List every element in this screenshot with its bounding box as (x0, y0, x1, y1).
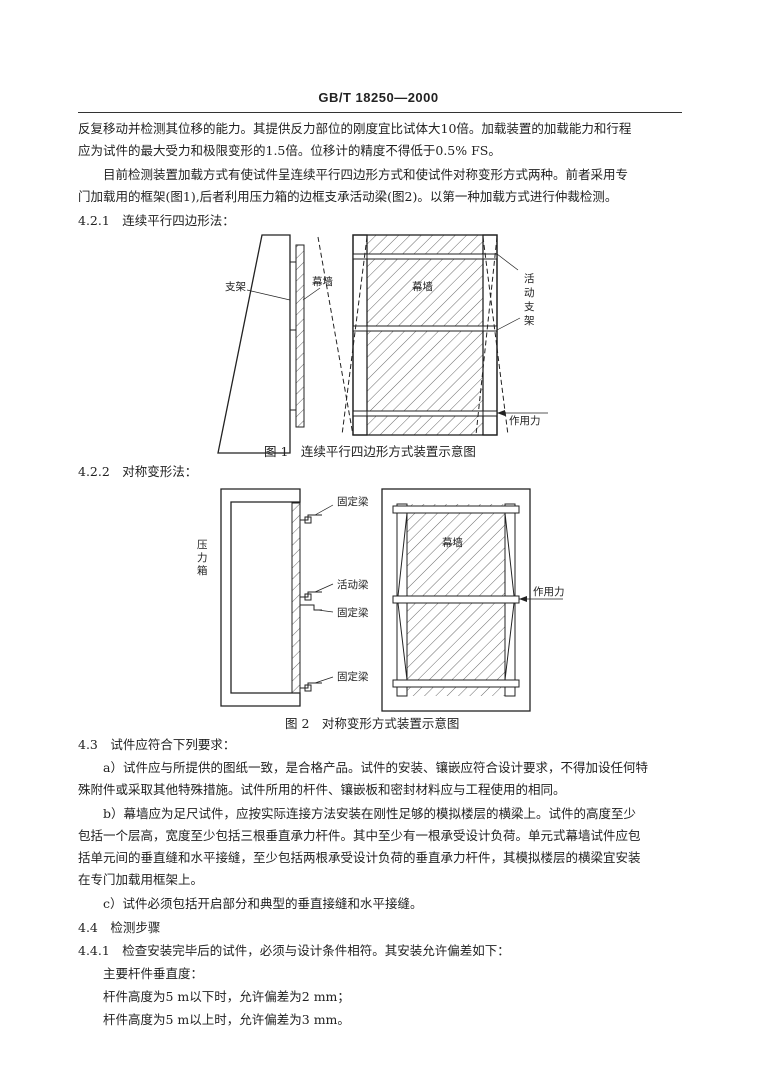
label-support: 支架 (225, 281, 246, 293)
paragraph-line: 杆件高度为5 m以下时，允许偏差为2 mm； (103, 989, 350, 1004)
label-curtain-wall-front: 幕墙 (442, 536, 463, 549)
paragraph-line: 殊附件或采取其他特殊措施。试件所用的杆件、镶嵌板和密封材料应与工程使用的相同。 (78, 782, 566, 797)
paragraph-line: 在专门加载用框架上。 (78, 872, 204, 887)
label-pressure-box: 箱 (197, 564, 208, 577)
label-pressure-box: 压 (197, 539, 208, 551)
paragraph-line: a）试件应与所提供的图纸一致，是合格产品。试件的安装、镶嵌应符合设计要求，不得加… (103, 760, 648, 775)
header-rule (78, 112, 682, 113)
label-curtain-wall-front: 幕墙 (412, 280, 433, 293)
paragraph-line: 4.4.1 检查安装完毕后的试件，必须与设计条件相符。其安装允许偏差如下： (78, 943, 510, 958)
label-fixed-beam: 固定梁 (337, 495, 369, 508)
beam (392, 505, 520, 514)
paragraph-line: 应为试件的最大受力和极限变形的1.5倍。位移计的精度不得低于0.5% FS。 (78, 143, 501, 158)
paragraph-line: 反复移动并检测其位移的能力。其提供反力部位的刚度宜比试体大10倍。加载装置的加载… (78, 121, 632, 136)
paragraph-line: b）幕墙应为足尺试件，应按实际连接方法安装在刚性足够的模拟楼层的横梁上。试件的高… (103, 806, 637, 821)
paragraph-line: 包括一个层高，宽度至少包括三根垂直承力杆件。其中至少有一根承受设计负荷。单元式幕… (78, 828, 641, 843)
beam (392, 679, 520, 688)
curtain-wall-side (291, 502, 301, 694)
front-frame (381, 488, 531, 712)
label-movable-beam: 活动梁 (337, 578, 369, 591)
figure-2-caption: 图 2 对称变形方式装置示意图 (285, 716, 459, 731)
support-frame-shape (217, 234, 291, 454)
label-curtain-wall-side: 幕墙 (312, 275, 333, 288)
curtain-wall-front (353, 235, 492, 435)
label-movable: 动 (524, 287, 535, 299)
label-fixed-beam: 固定梁 (337, 670, 369, 683)
label-force: 作用力 (509, 414, 541, 427)
paragraph-line: 杆件高度为5 m以上时，允许偏差为3 mm。 (103, 1012, 350, 1027)
paragraph-line: 目前检测装置加载方式有使试件呈连续平行四边形方式和使试件对称变形方式两种。前者采… (103, 167, 629, 182)
section-heading: 4.4 检测步骤 (78, 920, 161, 935)
section-heading: 4.3 试件应符合下列要求： (78, 737, 236, 752)
paragraph-line: 括单元间的垂直缝和水平接缝，至少包括两根承受设计负荷的垂直承力杆件，其模拟楼层的… (78, 850, 641, 865)
label-pressure-box: 力 (197, 551, 208, 564)
section-heading: 4.2.2 对称变形法： (78, 464, 198, 479)
label-movable: 架 (524, 315, 535, 327)
page-header: GB/T 18250—2000 (318, 90, 439, 105)
paragraph-line: c）试件必须包括开启部分和典型的垂直接缝和水平接缝。 (103, 896, 423, 911)
label-fixed-beam: 固定梁 (337, 606, 369, 619)
curtain-wall-side (295, 244, 305, 428)
paragraph-line: 主要杆件垂直度： (103, 966, 204, 981)
label-force: 作用力 (533, 585, 565, 598)
pressure-box (220, 488, 301, 707)
label-movable: 活 (524, 273, 535, 285)
label-movable: 支 (524, 301, 535, 313)
paragraph-line: 门加载用的框架(图1),后者利用压力箱的边框支承活动梁(图2)。以第一种加载方式… (78, 189, 618, 204)
section-heading: 4.2.1 连续平行四边形法： (78, 213, 235, 228)
figure-1-caption: 图 1 连续平行四边形方式装置示意图 (264, 444, 476, 459)
beam (392, 595, 520, 604)
